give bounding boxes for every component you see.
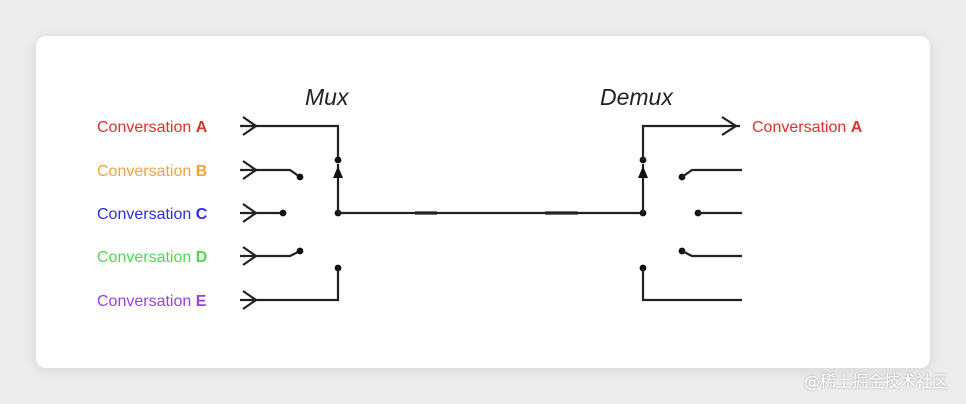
demux-arm-arrow-icon [638,166,648,178]
wire-b [240,168,301,178]
output-label-a: Conversation A [752,119,863,136]
mux-contact-d [296,247,304,255]
mux-contact-c [279,209,287,217]
out-wire-a [641,124,740,160]
mux-switch-arm [333,164,343,213]
out-wire-d [681,250,742,258]
mux-title: Mux [305,84,350,110]
diagram-card [36,36,930,368]
demux-contacts [639,156,702,272]
wire-e [240,268,340,302]
mux-arm-arrow-icon [333,166,343,178]
mux-contact-b [296,173,304,181]
mux-input-wires [240,124,340,302]
mux-contacts [279,156,342,272]
wire-d [240,250,301,258]
watermark: @稀土掘金技术社区 [803,372,948,391]
input-label-b: Conversation B [97,163,207,180]
demux-switch-arm [638,164,648,217]
demux-output-wires [641,116,742,302]
output-arrowhead-icon [721,116,739,136]
input-label-c: Conversation C [97,206,208,223]
out-wire-b [681,168,742,178]
input-label-a: Conversation A [97,119,208,136]
demux-title: Demux [600,84,674,110]
mux-contact-e [334,264,342,272]
mux-contact-a [334,156,342,164]
out-wire-e [641,268,742,302]
wire-a [240,124,340,160]
input-label-e: Conversation E [97,293,207,310]
input-label-d: Conversation D [97,249,207,266]
